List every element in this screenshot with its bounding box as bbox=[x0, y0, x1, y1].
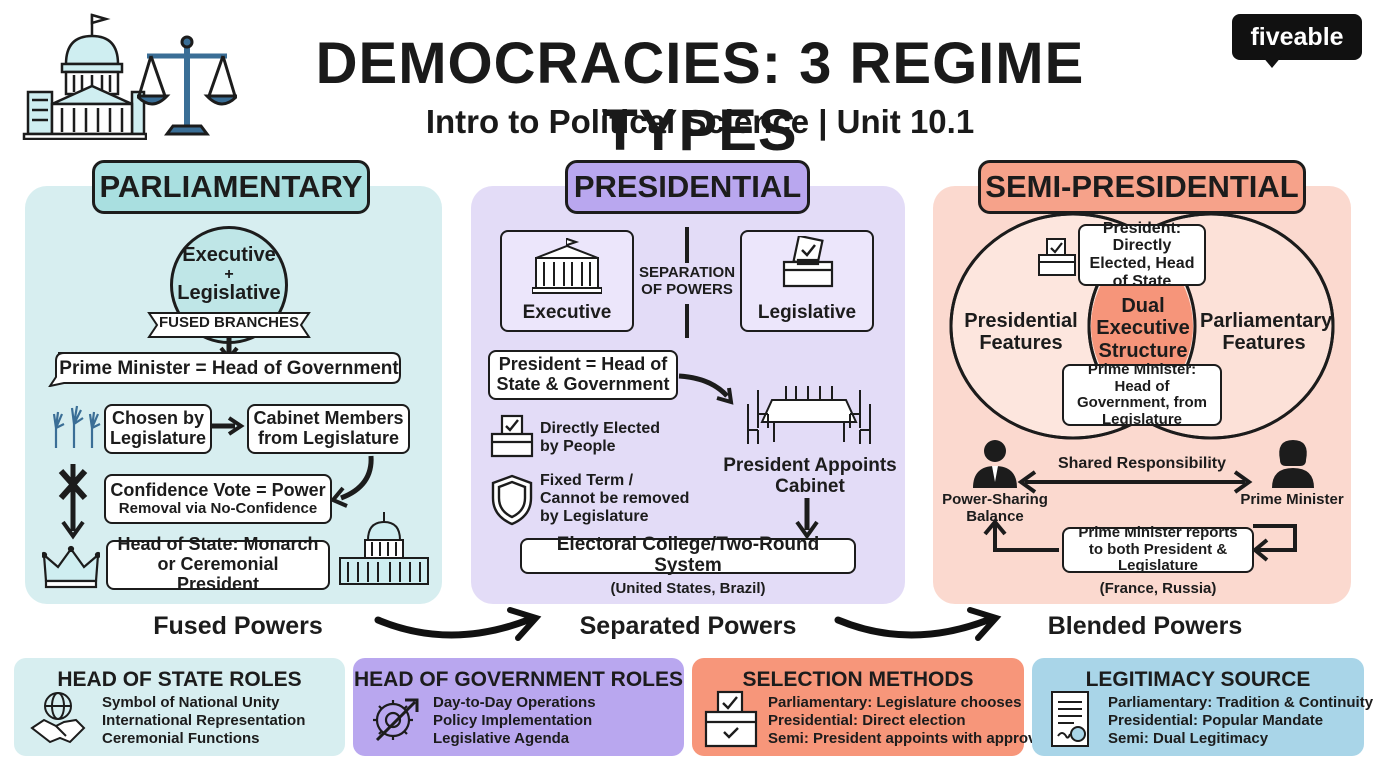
pm-speech-bubble bbox=[48, 352, 401, 387]
fused-powers-caption: Fused Powers bbox=[153, 612, 323, 640]
page-subtitle: Intro to Political Science | Unit 10.1 bbox=[425, 103, 975, 140]
presidential-heading: PRESIDENTIAL bbox=[565, 160, 810, 214]
blended-powers-caption: Blended Powers bbox=[1047, 612, 1243, 640]
capitol-building-icon bbox=[22, 13, 147, 140]
cabinet-members-box: Cabinet Members from Legislature bbox=[247, 404, 410, 454]
conference-table-icon bbox=[747, 386, 871, 444]
document-seal-icon bbox=[1051, 691, 1089, 747]
executive-label: Executive bbox=[522, 302, 612, 323]
card-title: HEAD OF STATE ROLES bbox=[57, 668, 302, 691]
fused-branches-ribbon: FUSED BRANCHES bbox=[158, 314, 299, 331]
card-title: HEAD OF GOVERNMENT ROLES bbox=[353, 668, 684, 691]
capitol-building-icon bbox=[339, 512, 429, 585]
ballot-box-icon bbox=[490, 414, 534, 458]
person-icon bbox=[1272, 440, 1314, 488]
separation-of-powers-label: SEPARATION OF POWERS bbox=[638, 264, 736, 298]
separation-divider-bottom bbox=[685, 304, 689, 338]
head-of-state-box: Head of State: Monarch or Ceremonial Pre… bbox=[106, 534, 330, 594]
parliamentary-arrows bbox=[58, 338, 374, 540]
ballot-box-icon bbox=[704, 690, 758, 748]
prime-minister-person-label: Prime Minister bbox=[1240, 491, 1344, 508]
separated-powers-caption: Separated Powers bbox=[579, 612, 797, 640]
semi-presidential-heading: SEMI-PRESIDENTIAL bbox=[978, 160, 1306, 214]
card-item: Semi: President appoints with approval bbox=[768, 730, 1049, 747]
card-item: Day-to-Day Operations bbox=[433, 694, 596, 711]
no-confidence-label: Removal via No-Confidence bbox=[118, 499, 318, 517]
parliamentary-features-label: Parliamentary Features bbox=[1200, 310, 1333, 355]
ballot-box-icon bbox=[782, 236, 834, 288]
card-item: Parliamentary: Legislature chooses bbox=[768, 694, 1022, 711]
card-item: Ceremonial Functions bbox=[102, 730, 260, 747]
presidential-arrows bbox=[678, 373, 819, 540]
card-title: SELECTION METHODS bbox=[742, 668, 974, 691]
flow-arrow-1 bbox=[374, 616, 532, 639]
shared-responsibility-label: Shared Responsibility bbox=[1057, 455, 1227, 472]
semi-examples: (France, Russia) bbox=[1099, 580, 1217, 597]
circle-legislative: Legislative bbox=[177, 282, 281, 304]
president-head-box: President = Head of State & Government bbox=[488, 350, 678, 400]
prime-minister-box: Prime Minister: Head of Government, from… bbox=[1062, 361, 1222, 427]
president-directly-elected-box: President: Directly Elected, Head of Sta… bbox=[1078, 220, 1206, 290]
crown-icon bbox=[42, 545, 100, 589]
person-icon bbox=[973, 440, 1017, 488]
card-item: Parliamentary: Tradition & Continuity bbox=[1108, 694, 1374, 711]
confidence-vote-label: Confidence Vote = Power bbox=[110, 479, 326, 500]
fiveable-logo[interactable]: fiveable bbox=[1232, 14, 1362, 60]
flow-arrows bbox=[374, 607, 1002, 641]
chosen-by-legislature-box: Chosen by Legislature bbox=[104, 404, 212, 454]
card-item: Policy Implementation bbox=[433, 712, 593, 729]
power-sharing-label: Power-Sharing Balance bbox=[942, 491, 1048, 525]
scales-of-justice-icon bbox=[137, 35, 237, 136]
president-appoints-label: President Appoints Cabinet bbox=[723, 455, 897, 498]
legitimacy-source-card: LEGITIMACY SOURCE Parliamentary: Traditi… bbox=[1032, 658, 1373, 756]
selection-methods-card: SELECTION METHODS Parliamentary: Legisla… bbox=[692, 658, 1049, 756]
card-item: Legislative Agenda bbox=[433, 730, 570, 747]
head-of-government-card: HEAD OF GOVERNMENT ROLES Day-to-Day Oper… bbox=[353, 658, 684, 756]
confidence-vote-box: Confidence Vote = Power Removal via No-C… bbox=[104, 474, 332, 524]
fixed-term-label: Fixed Term / Cannot be removed by Legisl… bbox=[540, 472, 690, 525]
shield-icon bbox=[491, 474, 533, 526]
dual-executive-label: Dual Executive Structure bbox=[1096, 295, 1190, 362]
prime-minister-label: Prime Minister = Head of Government bbox=[59, 358, 399, 379]
circle-plus: + bbox=[224, 266, 234, 283]
circle-executive: Executive bbox=[182, 244, 276, 266]
semi-arrows bbox=[983, 470, 1297, 562]
card-title: LEGITIMACY SOURCE bbox=[1085, 668, 1311, 691]
header-illustration bbox=[22, 12, 237, 140]
card-item: International Representation bbox=[102, 712, 306, 729]
legislative-label: Legislative bbox=[757, 302, 857, 323]
logo-speech-tail bbox=[1262, 56, 1282, 68]
gear-arrow-icon bbox=[373, 698, 419, 742]
flow-arrow-2 bbox=[834, 616, 992, 639]
card-item: Semi: Dual Legitimacy bbox=[1108, 730, 1269, 747]
ballot-box-icon bbox=[1038, 238, 1076, 276]
card-item: Symbol of National Unity bbox=[102, 694, 280, 711]
page-title: DEMOCRACIES: 3 REGIME TYPES bbox=[315, 31, 1085, 163]
parliamentary-heading: PARLIAMENTARY bbox=[92, 160, 370, 214]
capitol-building-icon bbox=[532, 238, 602, 294]
card-item: Presidential: Direct election bbox=[768, 712, 966, 729]
globe-handshake-icon bbox=[30, 692, 86, 744]
ribbon-banner bbox=[147, 312, 311, 338]
card-item: Presidential: Popular Mandate bbox=[1108, 712, 1324, 729]
presidential-examples: (United States, Brazil) bbox=[610, 580, 766, 597]
electoral-college-box: Electoral College/Two-Round System bbox=[520, 534, 856, 576]
separation-divider-top bbox=[685, 227, 689, 263]
pm-reports-box: Prime Minister reports to both President… bbox=[1062, 525, 1254, 574]
head-of-state-card: HEAD OF STATE ROLES Symbol of National U… bbox=[14, 658, 345, 756]
presidential-features-label: Presidential Features bbox=[964, 310, 1078, 355]
directly-elected-label: Directly Elected by People bbox=[540, 420, 661, 455]
raised-hands-icon bbox=[52, 405, 101, 448]
